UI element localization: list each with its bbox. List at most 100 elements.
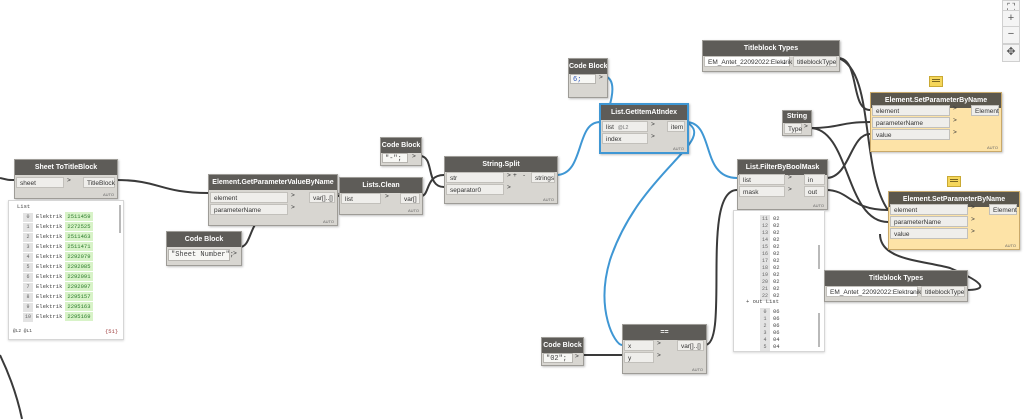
preview-value: 06 xyxy=(773,315,780,322)
note-icon[interactable] xyxy=(947,176,961,187)
family-type-dropdown[interactable]: EM_Antet_22092022:Elektrik ⌄ xyxy=(704,56,792,67)
node-set-parameter-bottom[interactable]: Element.SetParameterByName element > par… xyxy=(888,191,1020,250)
output-port-element[interactable]: Element xyxy=(971,105,999,116)
preview-value: 2295157 xyxy=(65,292,93,301)
preview-index: 19 xyxy=(760,271,770,280)
input-port-parametername[interactable]: parameterName xyxy=(872,117,950,128)
input-port-sheet[interactable]: sheet xyxy=(16,177,64,188)
preview-scrollbar[interactable] xyxy=(119,205,121,233)
input-port-separator[interactable]: separator0 xyxy=(446,184,504,195)
output-port-var[interactable]: var[]..[] xyxy=(309,192,335,203)
input-port-index[interactable]: index xyxy=(602,133,648,144)
node-titleblock-types-bottom[interactable]: Titleblock Types EM_Antet_22092022:Elekt… xyxy=(824,270,968,302)
node-get-parameter-value[interactable]: Element.GetParameterValueByName element … xyxy=(208,174,338,226)
preview-index: 13 xyxy=(760,229,770,238)
port-arrow-icon: > xyxy=(291,192,295,199)
remove-input-button[interactable]: - xyxy=(523,172,526,179)
output-port-var[interactable]: var[]..[] xyxy=(677,340,704,351)
preview-index: 20 xyxy=(760,278,770,287)
output-port-icon[interactable]: > xyxy=(804,123,808,130)
wire-titleblock-element xyxy=(115,179,209,194)
output-port-titleblocktype[interactable]: titleblockType xyxy=(921,286,965,297)
node-set-parameter-top[interactable]: Element.SetParameterByName element > par… xyxy=(870,92,1002,152)
preview-index: 4 xyxy=(760,336,770,345)
input-port-list[interactable]: list @L2 xyxy=(602,121,648,132)
output-port-element[interactable]: Element xyxy=(989,204,1017,215)
preview-value: 02 xyxy=(773,250,780,257)
output-port-strings[interactable]: strings xyxy=(531,172,555,183)
port-arrow-icon: > xyxy=(291,204,295,211)
node-code-block-dash[interactable]: Code Block "-"; > xyxy=(380,137,422,166)
output-port-type[interactable]: Type xyxy=(784,123,802,134)
pan-button[interactable]: ✥ xyxy=(1002,44,1020,62)
dropdown-value: EM_Antet_22092022:Elektronik xyxy=(830,289,922,296)
preview-index: 8 xyxy=(23,293,33,302)
output-port-icon[interactable]: > xyxy=(599,74,603,81)
code-editor[interactable]: "-"; xyxy=(382,153,408,163)
input-port-mask[interactable]: mask xyxy=(739,186,785,197)
node-string-split[interactable]: String.Split str > separator0 > + - stri… xyxy=(444,156,558,204)
input-port-x[interactable]: x xyxy=(624,340,654,351)
output-port-out[interactable]: out xyxy=(804,186,825,197)
zoom-out-button[interactable]: − xyxy=(1002,26,1020,44)
input-port-element[interactable]: element xyxy=(210,192,288,203)
output-port-icon[interactable]: > xyxy=(575,353,579,360)
output-port-icon[interactable]: > xyxy=(233,250,237,257)
expand-icon[interactable]: + xyxy=(746,298,750,305)
node-titleblock-types-top[interactable]: Titleblock Types EM_Antet_22092022:Elekt… xyxy=(702,40,840,72)
preview-index: 4 xyxy=(23,253,33,262)
input-port-parametername[interactable]: parameterName xyxy=(890,216,968,227)
input-port-element[interactable]: element xyxy=(890,204,968,215)
input-port-element[interactable]: element xyxy=(872,105,950,116)
node-equals[interactable]: == x > y > var[]..[] AUTO xyxy=(622,324,707,374)
port-arrow-icon: > xyxy=(657,340,661,347)
wire-item-x xyxy=(603,121,696,346)
input-port-y[interactable]: y xyxy=(624,352,654,363)
preview-header: List xyxy=(17,203,31,210)
output-port-titleblock[interactable]: TitleBlock xyxy=(83,177,115,188)
output-port-titleblocktype[interactable]: titleblockType xyxy=(793,56,837,67)
port-arrow-icon: > xyxy=(657,352,661,359)
node-filter-by-bool-mask[interactable]: List.FilterByBoolMask list > mask > in o… xyxy=(737,159,828,210)
code-editor[interactable]: "Sheet Number"; xyxy=(168,249,234,261)
node-lists-clean[interactable]: Lists.Clean list > var[] AUTO xyxy=(339,177,423,215)
node-get-item-at-index[interactable]: List.GetItemAtIndex list @L2 > index > i… xyxy=(599,103,689,154)
code-editor[interactable]: "02"; xyxy=(543,353,573,363)
input-port-list[interactable]: list xyxy=(739,174,785,185)
input-port-value[interactable]: value xyxy=(872,129,950,140)
code-editor[interactable]: 6; xyxy=(570,74,596,84)
preview-value: 2511463 xyxy=(65,232,93,241)
input-port-parametername[interactable]: parameterName xyxy=(210,204,288,215)
node-code-block-sheet-number[interactable]: Code Block "Sheet Number"; > xyxy=(166,231,242,266)
input-port-list[interactable]: list xyxy=(341,193,381,204)
node-sheet-to-titleblock[interactable]: Sheet ToTitleBlock sheet > TitleBlock AU… xyxy=(14,159,118,199)
port-arrow-icon: > xyxy=(507,172,511,179)
node-code-block-six[interactable]: Code Block 6; > xyxy=(568,58,608,98)
output-port-var[interactable]: var[] xyxy=(400,193,420,204)
preview-scrollbar[interactable] xyxy=(818,313,820,347)
input-port-str[interactable]: str xyxy=(446,172,504,183)
preview-value: 2292097 xyxy=(65,282,93,291)
node-string[interactable]: String Type > xyxy=(782,110,812,136)
input-port-value[interactable]: value xyxy=(890,228,968,239)
note-icon[interactable] xyxy=(929,76,943,87)
family-type-dropdown[interactable]: EM_Antet_22092022:Elektronik ⌄ xyxy=(826,286,922,297)
node-code-block-02[interactable]: Code Block "02"; > xyxy=(541,337,584,366)
output-port-icon[interactable]: > xyxy=(412,153,416,160)
add-input-button[interactable]: + xyxy=(513,172,517,179)
output-port-item[interactable]: item xyxy=(667,121,685,132)
preview-scrollbar[interactable] xyxy=(818,245,820,269)
lacing-level-dropdown[interactable]: @L2 xyxy=(617,125,629,131)
output-port-in[interactable]: in xyxy=(804,174,825,185)
preview-index: 5 xyxy=(23,263,33,272)
